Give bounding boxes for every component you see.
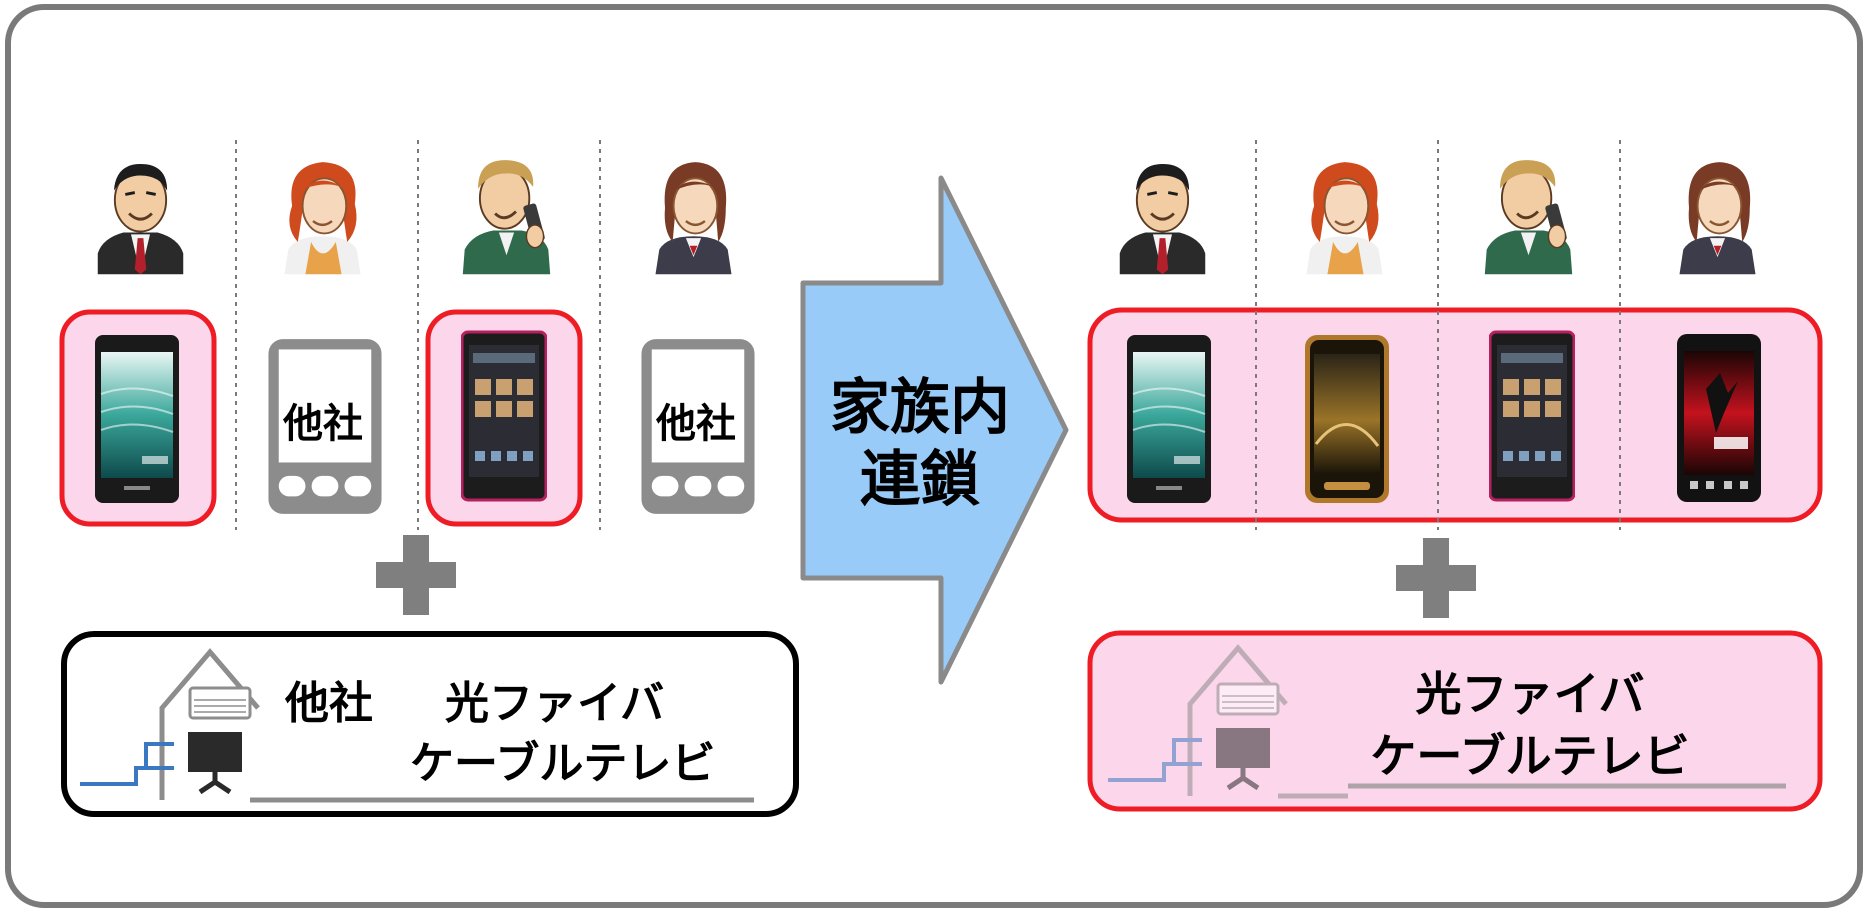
- other-carrier-phone-label: 他社: [282, 401, 363, 447]
- family-chain-arrow: 家族内 連鎖: [800, 175, 1069, 685]
- arrow-label-line2: 連鎖: [860, 445, 980, 515]
- home-service-line2: ケーブルテレビ: [410, 738, 715, 789]
- unified-home-service-line2: ケーブルテレビ: [1370, 729, 1689, 783]
- before-section: 他社 他社 他社 光ファイバ ケーブルテレビ: [59, 140, 799, 817]
- arrow-label-line1: 家族内: [830, 373, 1010, 443]
- person-woman-redhair-icon: [1305, 160, 1384, 276]
- unified-home-services-box: [1087, 630, 1823, 812]
- unified-home-service-line1: 光ファイバ: [1415, 667, 1644, 721]
- unified-mobile-box: [1087, 307, 1823, 523]
- person-woman-redhair-icon: [283, 160, 362, 276]
- smartphone-icon: [1677, 334, 1761, 502]
- home-carrier-label: 他社: [284, 678, 373, 729]
- smartphone-icon: [94, 334, 180, 504]
- home-service-line1: 光ファイバ: [445, 678, 664, 729]
- smartphone-icon: [461, 330, 547, 502]
- plus-icon: [1396, 538, 1476, 618]
- smartphone-icon: [1304, 333, 1390, 505]
- smartphone-icon: [1126, 334, 1212, 504]
- smartphone-icon: [1489, 330, 1575, 502]
- other-carrier-phone-label: 他社: [655, 401, 736, 447]
- home-services-box: [61, 631, 799, 817]
- plus-icon: [376, 535, 456, 615]
- after-section: 光ファイバ ケーブルテレビ: [1087, 140, 1823, 812]
